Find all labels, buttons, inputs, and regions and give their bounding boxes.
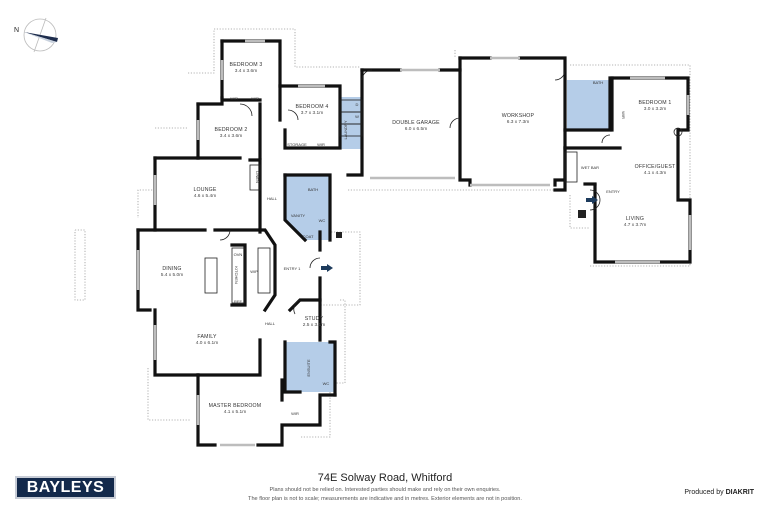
room-name: DOUBLE GARAGE bbox=[392, 120, 440, 126]
label-wir: WIR bbox=[251, 96, 259, 101]
room-bedroom-3: BEDROOM 3 3.4 x 3.6m bbox=[230, 62, 263, 74]
label-ensuite: ENSUITE bbox=[306, 359, 311, 377]
label-wc: WC bbox=[323, 381, 330, 386]
label-entry-1: ENTRY 1 bbox=[284, 266, 302, 271]
label-coat: COAT bbox=[303, 234, 314, 239]
disclaimer-line-1: Plans should not be relied on. Intereste… bbox=[269, 487, 501, 493]
room-dimensions: 4.7 x 3.7m bbox=[624, 222, 646, 228]
label-w: W bbox=[355, 114, 359, 119]
label-wir: WIR bbox=[230, 96, 238, 101]
room-name: OFFICE/GUEST bbox=[635, 164, 676, 170]
bayleys-logo: BAYLEYS bbox=[15, 476, 116, 499]
entry-arrow-icon bbox=[586, 196, 598, 204]
label-storage: STORAGE bbox=[287, 142, 307, 147]
room-family: FAMILY 4.0 x 6.1m bbox=[196, 334, 218, 346]
room-dimensions: 3.4 x 3.6m bbox=[235, 68, 257, 74]
label-vanity: VANITY bbox=[291, 213, 305, 218]
disclaimer-line-2: The floor plan is not to scale; measurem… bbox=[248, 496, 522, 502]
room-dimensions: 6.3 x 7.3m bbox=[507, 119, 529, 125]
room-name: LIVING bbox=[626, 216, 644, 222]
label-d: D bbox=[356, 102, 359, 107]
room-name: MASTER BEDROOM bbox=[209, 403, 262, 409]
room-name: BEDROOM 1 bbox=[639, 100, 672, 106]
room-study: STUDY 2.5 x 3.1m bbox=[303, 316, 325, 328]
label-wip: WIP bbox=[250, 269, 258, 274]
label-hall: HALL bbox=[265, 321, 276, 326]
room-office-guest: OFFICE/GUEST 4.1 x 4.3m bbox=[635, 164, 676, 176]
room-bedroom-4: BEDROOM 4 3.7 x 3.1m bbox=[296, 104, 329, 116]
label-bath: BATH bbox=[593, 80, 603, 85]
room-living: LIVING 4.7 x 3.7m bbox=[624, 216, 646, 228]
label-wir: WIR bbox=[621, 111, 626, 119]
room-dimensions: 6.0 x 6.5m bbox=[405, 126, 427, 132]
room-dimensions: 3.7 x 3.1m bbox=[301, 110, 323, 116]
producer-name: DIAKRIT bbox=[725, 489, 754, 496]
room-name: BEDROOM 2 bbox=[215, 127, 248, 133]
room-name: WORKSHOP bbox=[502, 113, 535, 119]
label-ref: REF bbox=[234, 299, 243, 304]
room-bedroom-2: BEDROOM 2 3.4 x 3.6m bbox=[215, 127, 248, 139]
room-dimensions: 3.4 x 3.6m bbox=[220, 133, 242, 139]
label-wc: WC bbox=[319, 218, 326, 223]
room-name: STUDY bbox=[305, 316, 324, 322]
room-name: BEDROOM 4 bbox=[296, 104, 329, 110]
room-dimensions: 3.0 x 3.2m bbox=[644, 106, 666, 112]
room-name: BEDROOM 3 bbox=[230, 62, 263, 68]
compass-north-label: N bbox=[14, 27, 19, 34]
label-laundry: LAUNDRY bbox=[343, 120, 348, 139]
room-dimensions: 4.1 x 5.1m bbox=[224, 409, 246, 415]
room-name: LOUNGE bbox=[193, 187, 216, 193]
room-workshop: WORKSHOP 6.3 x 7.3m bbox=[502, 113, 535, 125]
room-dimensions: 4.0 x 6.1m bbox=[196, 340, 218, 346]
room-lounge: LOUNGE 4.6 x 5.4m bbox=[193, 187, 216, 199]
room-dining: DINING 5.4 x 5.0m bbox=[161, 266, 183, 278]
produced-by-label: Produced by bbox=[684, 489, 724, 496]
room-master-bedroom: MASTER BEDROOM 4.1 x 5.1m bbox=[209, 403, 262, 415]
room-bedroom-1: BEDROOM 1 3.0 x 3.2m bbox=[639, 100, 672, 112]
label-wir: WIR bbox=[291, 411, 299, 416]
label-linen: LINEN bbox=[255, 171, 260, 183]
room-name: FAMILY bbox=[197, 334, 217, 340]
room-name: DINING bbox=[162, 266, 181, 272]
label-wet-bar: WET BAR bbox=[581, 165, 599, 170]
label-hall: HALL bbox=[267, 196, 278, 201]
property-address: 74E Solway Road, Whitford bbox=[317, 472, 453, 484]
room-dimensions: 4.6 x 5.4m bbox=[194, 193, 216, 199]
entry-arrow-icon bbox=[321, 264, 333, 272]
room-dimensions: 5.4 x 5.0m bbox=[161, 272, 183, 278]
label-bath: BATH bbox=[308, 187, 318, 192]
compass-icon: N bbox=[14, 17, 58, 53]
label-kitchen: KITCHEN bbox=[234, 266, 239, 284]
room-double-garage: DOUBLE GARAGE 6.0 x 6.5m bbox=[392, 120, 440, 132]
label-entry: ENTRY bbox=[606, 189, 620, 194]
producer-credit: Produced by DIAKRIT bbox=[684, 489, 754, 496]
room-dimensions: 2.5 x 3.1m bbox=[303, 322, 325, 328]
floor-plan: N bbox=[14, 17, 692, 447]
room-dimensions: 4.1 x 4.3m bbox=[644, 170, 666, 176]
label-wir: WIR bbox=[317, 142, 325, 147]
label-ovn: OVN bbox=[234, 252, 243, 257]
